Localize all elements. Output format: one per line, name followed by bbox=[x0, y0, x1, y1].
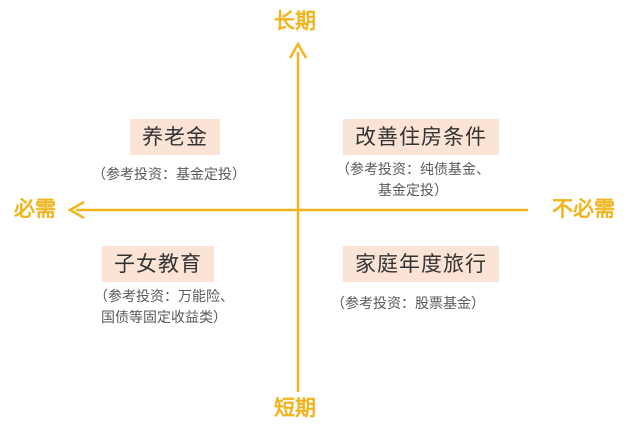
note-line: （参考投资：股票基金） bbox=[331, 296, 485, 312]
quadrant-note-travel: （参考投资：股票基金） bbox=[331, 294, 485, 315]
note-line: （参考投资：万能险、 bbox=[94, 289, 234, 305]
axis-label-long-term: 长期 bbox=[274, 9, 316, 33]
quadrant-title-education: 子女教育 bbox=[102, 246, 214, 282]
quadrant-title-housing: 改善住房条件 bbox=[343, 119, 499, 155]
axis-label-unnecessary: 不必需 bbox=[552, 197, 615, 221]
note-line: （参考投资：基金定投） bbox=[92, 167, 246, 183]
note-line: 国债等固定收益类） bbox=[101, 310, 227, 326]
axis-label-necessary: 必需 bbox=[14, 197, 56, 221]
quadrant-title-pension: 养老金 bbox=[130, 119, 220, 155]
quadrant-title-travel: 家庭年度旅行 bbox=[343, 246, 499, 282]
quadrant-note-housing: （参考投资：纯债基金、 基金定投） bbox=[336, 160, 490, 202]
note-line: （参考投资：纯债基金、 bbox=[336, 162, 490, 178]
arrow-left-icon bbox=[67, 200, 85, 220]
note-line: 基金定投） bbox=[378, 183, 448, 199]
arrow-up-icon bbox=[288, 41, 308, 59]
quadrant-note-pension: （参考投资：基金定投） bbox=[92, 165, 246, 186]
axis-label-short-term: 短期 bbox=[274, 396, 316, 420]
quadrant-note-education: （参考投资：万能险、 国债等固定收益类） bbox=[94, 287, 234, 329]
